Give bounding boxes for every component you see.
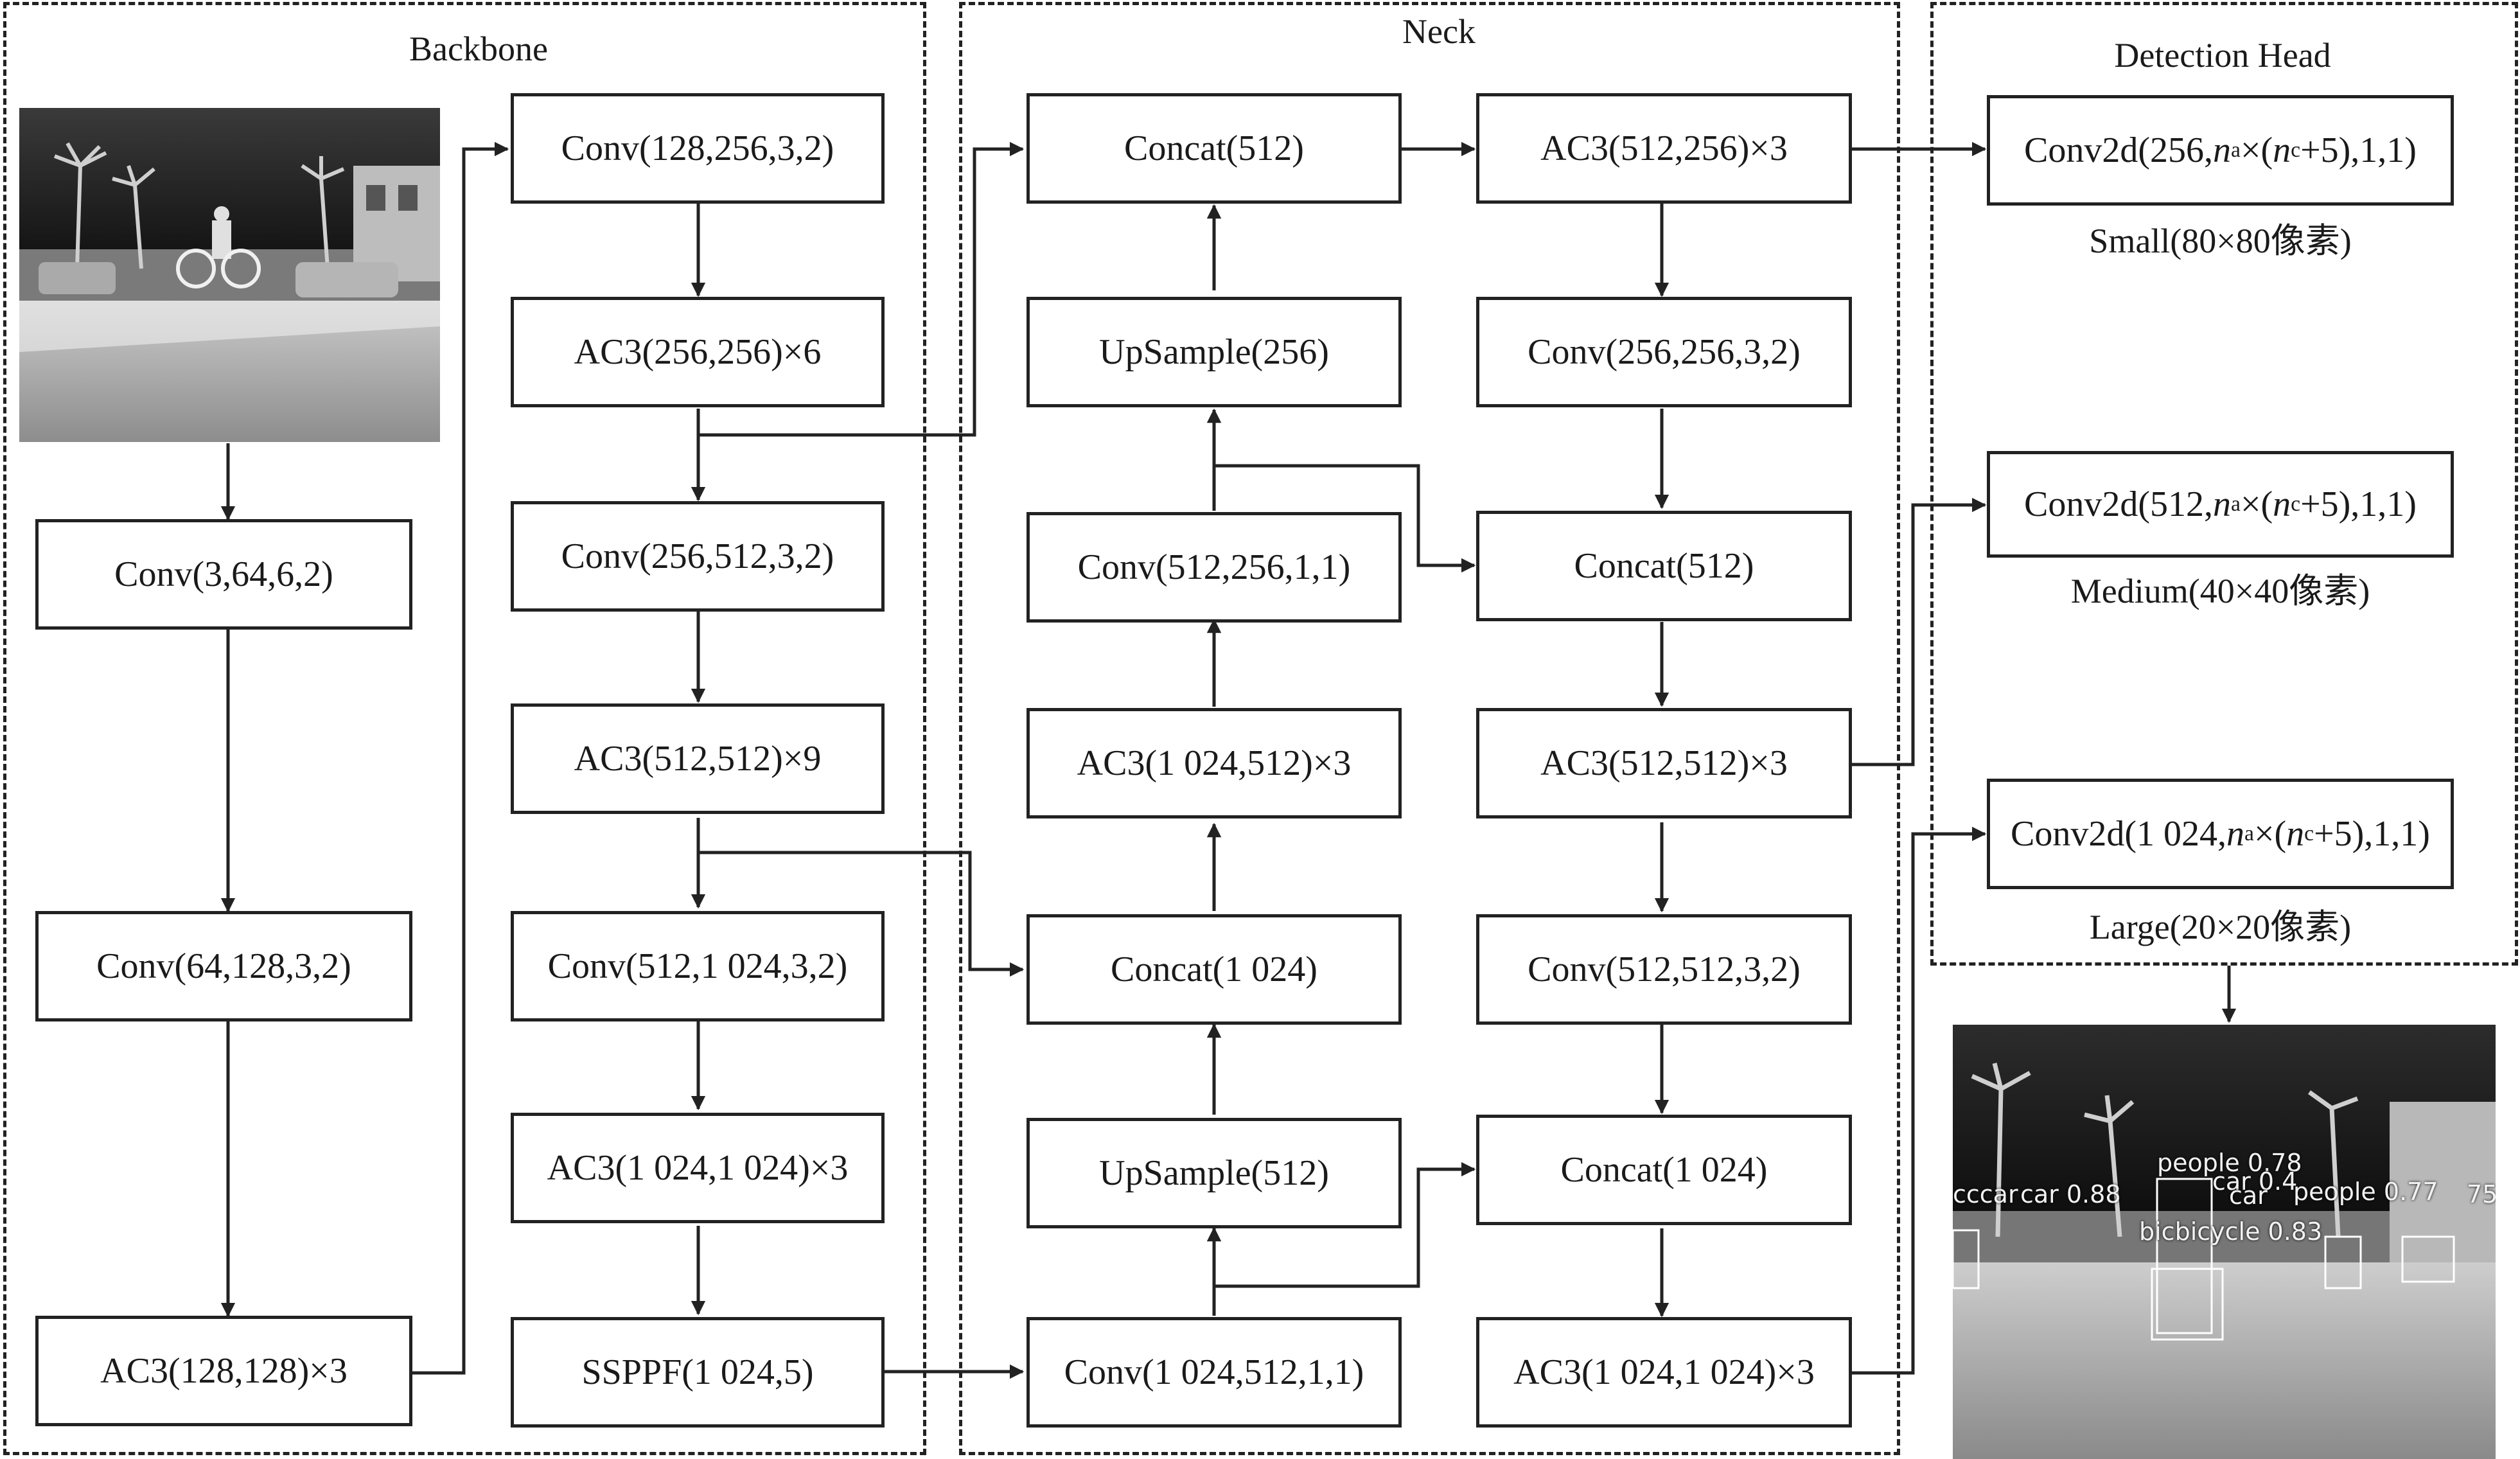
head-var-n: n (2286, 814, 2305, 854)
detection-label: 75 (2467, 1180, 2496, 1208)
head-large-caption: Large(20×20像素) (2089, 908, 2352, 946)
backbone-title: Backbone (409, 30, 548, 68)
head-times: ×( (2253, 814, 2287, 854)
neck-concat-box: Concat(1 024) (1027, 914, 1402, 1025)
detection-head-title: Detection Head (2114, 36, 2331, 75)
detection-label: cccar (1953, 1180, 2018, 1208)
neck-title: Neck (1402, 12, 1476, 51)
backbone-ac3-box: AC3(256,256)×6 (511, 297, 885, 407)
arrow (1852, 826, 1987, 1375)
backbone-region (3, 2, 926, 1455)
head-var-n: n (2213, 130, 2232, 170)
neck-ac3-box: AC3(512,256)×3 (1476, 93, 1852, 204)
backbone-ac3-box: AC3(128,128)×3 (35, 1316, 412, 1426)
neck-concat-box: Concat(1 024) (1476, 1115, 1852, 1225)
neck-conv-box: Conv(1 024,512,1,1) (1027, 1317, 1402, 1428)
detection-label: people 0.77 (2293, 1178, 2438, 1206)
input-image-graphic (19, 108, 440, 442)
arrow (1214, 1162, 1476, 1288)
neck-conv-box: Conv(512,512,3,2) (1476, 914, 1852, 1025)
arrow (698, 851, 1025, 977)
backbone-conv-box: Conv(512,1 024,3,2) (511, 911, 885, 1021)
head-label-suffix: +5),1,1) (2300, 130, 2417, 170)
backbone-ac3-box: AC3(1 024,1 024)×3 (511, 1113, 885, 1223)
head-var-n: n (2213, 484, 2232, 524)
arrow (1852, 497, 1987, 766)
head-label-suffix: +5),1,1) (2314, 814, 2430, 854)
head-small-caption: Small(80×80像素) (2089, 222, 2352, 260)
detection-label: car (2229, 1181, 2268, 1210)
neck-upsample-box: UpSample(256) (1027, 297, 1402, 407)
arrow (698, 141, 1025, 437)
head-label-prefix: Conv2d(256, (2024, 130, 2214, 170)
neck-conv-box: Conv(256,256,3,2) (1476, 297, 1852, 407)
detection-label: car 0.4 (2212, 1167, 2298, 1196)
neck-ac3-box: AC3(1 024,1 024)×3 (1476, 1317, 1852, 1428)
neck-ac3-box: AC3(512,512)×3 (1476, 708, 1852, 818)
output-image-graphic (1953, 1025, 2496, 1459)
output-detection-image: people 0.78 cccar car 0.88 car 0.4 car p… (1953, 1025, 2496, 1459)
head-label-prefix: Conv2d(512, (2024, 484, 2214, 524)
neck-conv-box: Conv(512,256,1,1) (1027, 512, 1402, 623)
detection-head-region (1930, 2, 2518, 966)
head-label-prefix: Conv2d(1 024, (2011, 814, 2227, 854)
detection-label: car 0.88 (2020, 1180, 2121, 1208)
head-var-n: n (2226, 814, 2245, 854)
input-thermal-image (19, 108, 440, 442)
backbone-conv-box: Conv(64,128,3,2) (35, 911, 412, 1021)
backbone-ac3-box: AC3(512,512)×9 (511, 703, 885, 814)
detection-label: people 0.78 (2157, 1149, 2302, 1177)
detection-label: bicbicycle 0.83 (2139, 1217, 2323, 1246)
head-var-n: n (2273, 484, 2291, 524)
neck-ac3-box: AC3(1 024,512)×3 (1027, 708, 1402, 818)
head-var-n: n (2273, 130, 2291, 170)
head-times: ×( (2240, 484, 2273, 524)
backbone-conv-box: Conv(256,512,3,2) (511, 501, 885, 612)
backbone-conv-box: Conv(3,64,6,2) (35, 519, 412, 630)
head-medium-caption: Medium(40×40像素) (2070, 572, 2370, 610)
arrow (412, 141, 509, 1375)
backbone-ssppf-box: SSPPF(1 024,5) (511, 1317, 885, 1428)
neck-upsample-box: UpSample(512) (1027, 1118, 1402, 1228)
head-label-suffix: +5),1,1) (2300, 484, 2417, 524)
head-times: ×( (2240, 130, 2273, 170)
neck-region (959, 2, 1900, 1455)
backbone-conv-box: Conv(128,256,3,2) (511, 93, 885, 204)
neck-concat-box: Concat(512) (1027, 93, 1402, 204)
neck-concat-box: Concat(512) (1476, 511, 1852, 621)
arrow (1214, 464, 1476, 573)
